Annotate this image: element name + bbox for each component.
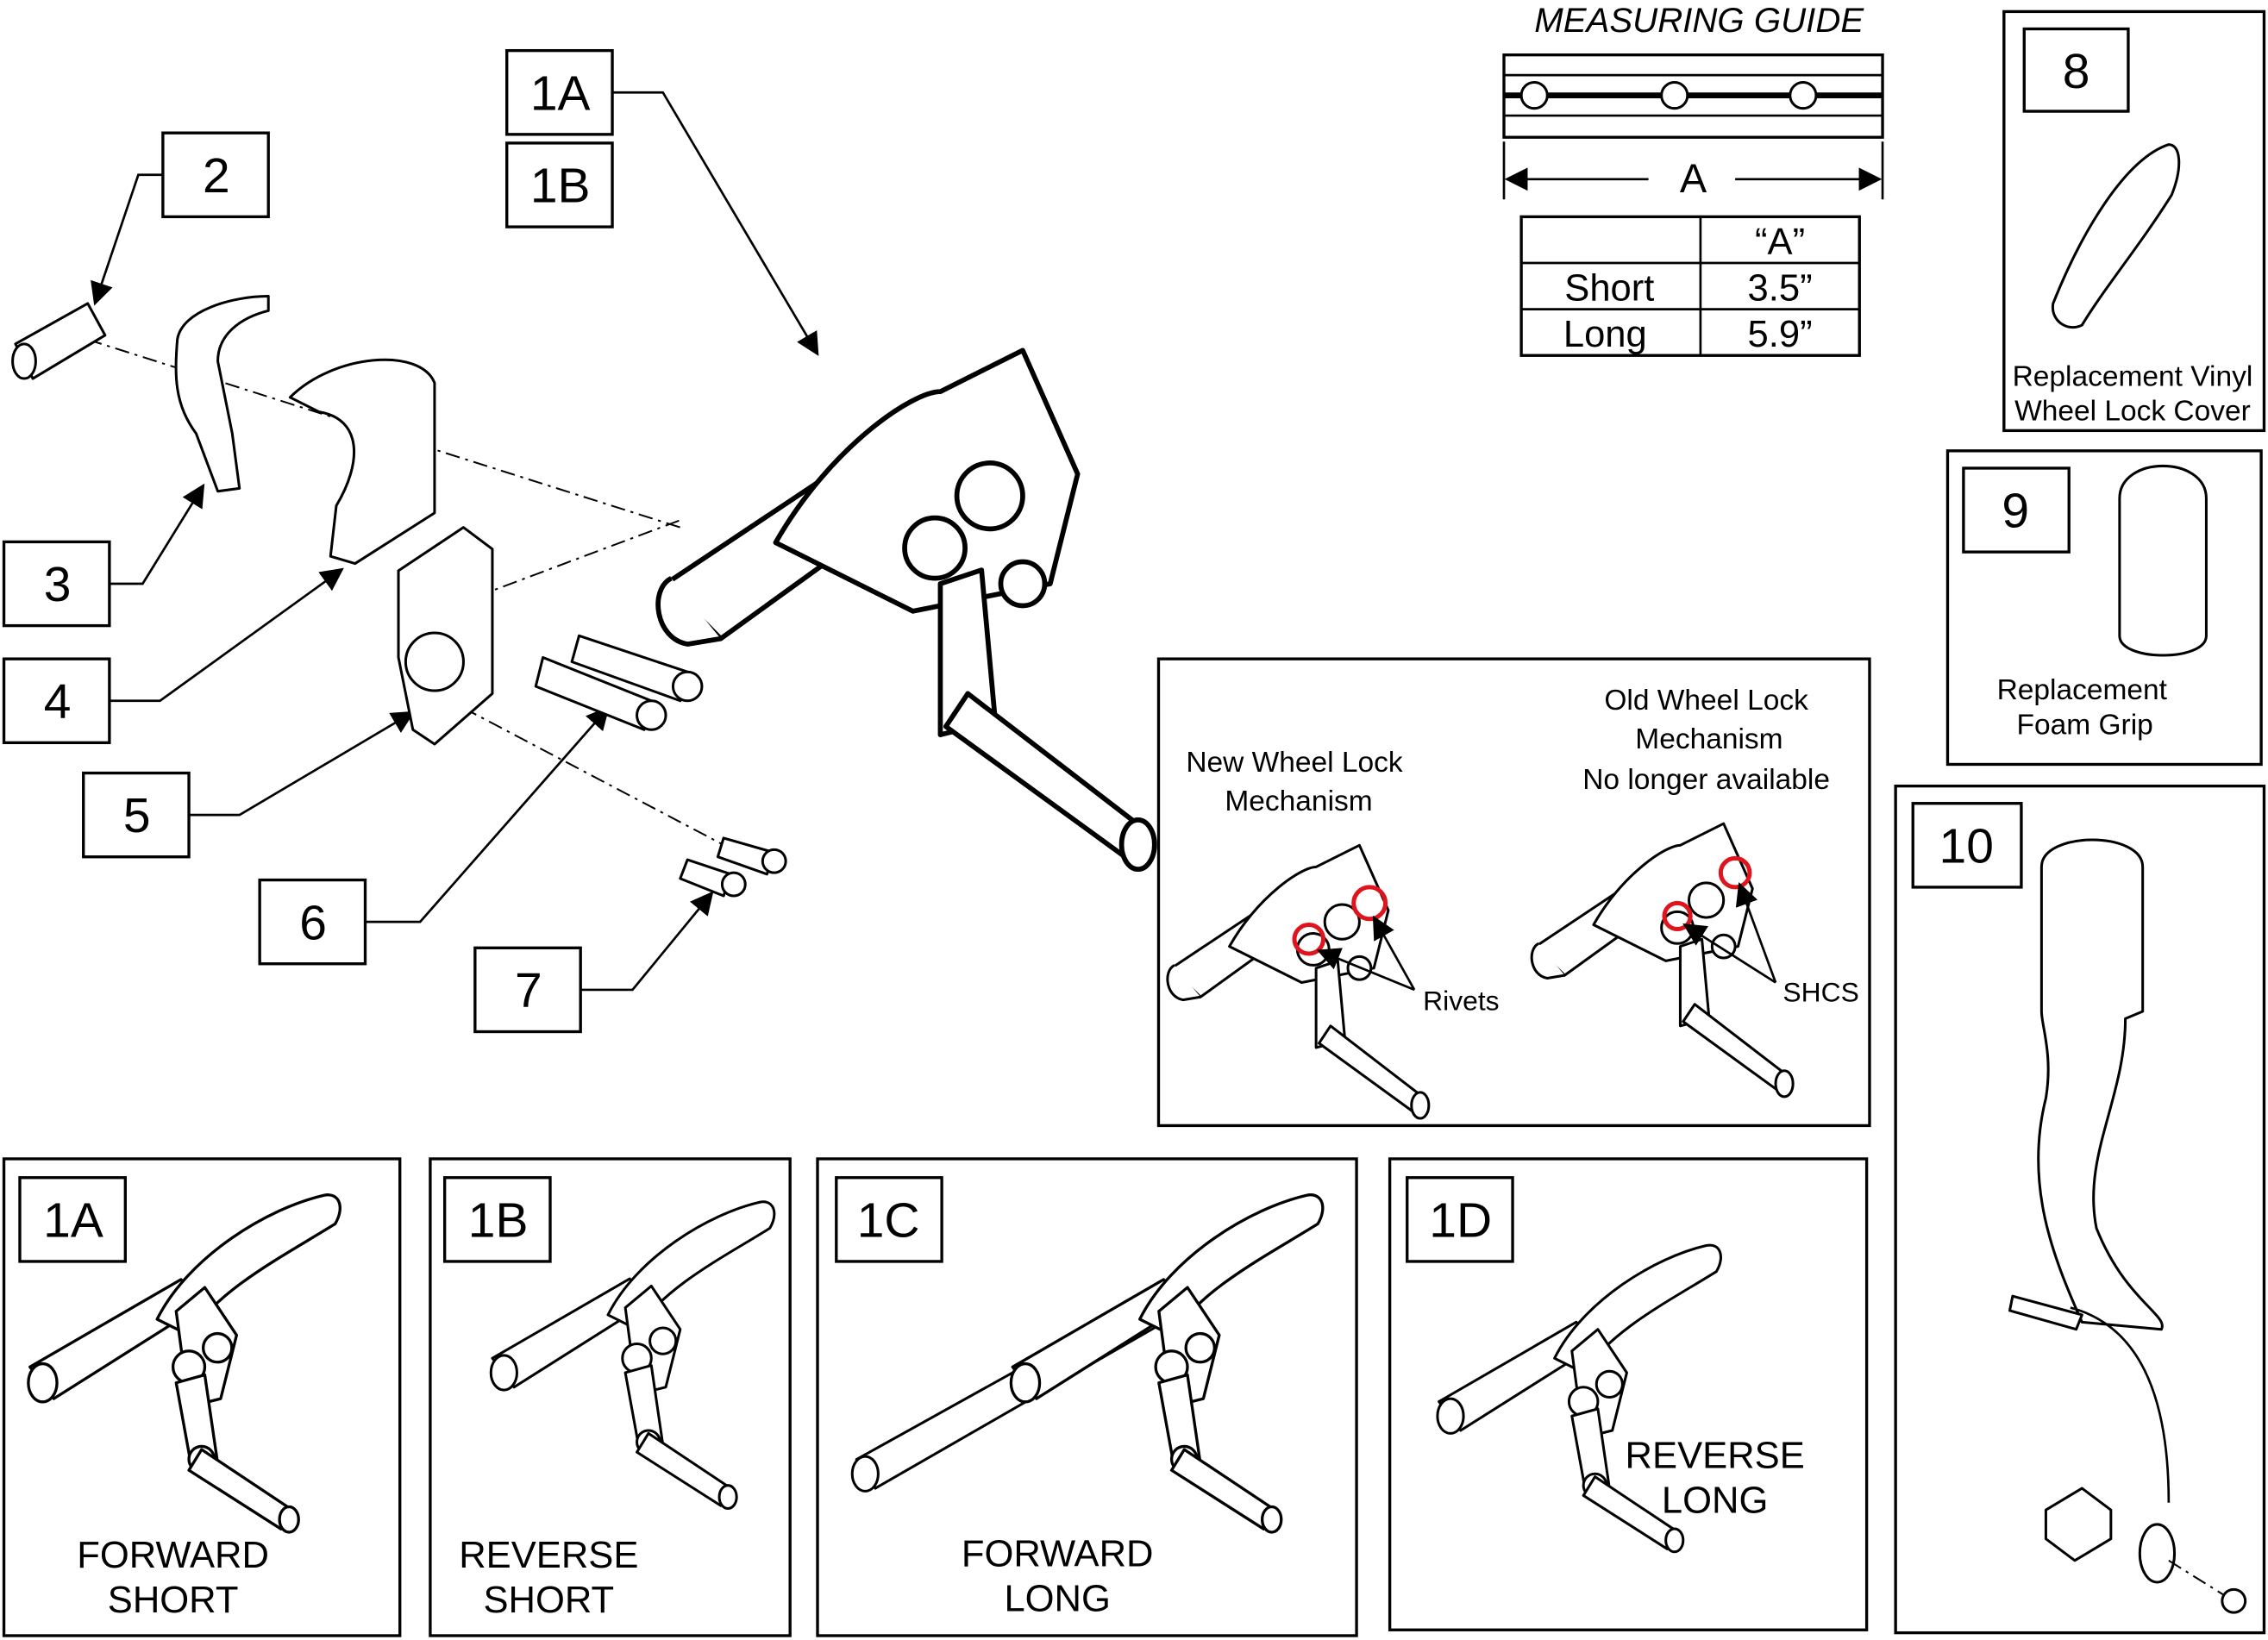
callout-label: 7 (515, 963, 542, 1018)
measuring-table: “A” Short 3.5” Long 5.9” (1519, 215, 1861, 357)
part-number: 10 (1939, 818, 1994, 873)
table-cell: 5.9” (1748, 314, 1813, 355)
foam-grip-drawing (2118, 465, 2208, 657)
variant-length: LONG (1004, 1578, 1110, 1619)
variant-number: 1D (1429, 1192, 1492, 1248)
callout-3: 3 (2, 540, 111, 628)
table-cell: Long (1563, 314, 1647, 355)
callout-5: 5 (82, 771, 191, 859)
callout-label: 3 (44, 557, 72, 612)
old-mechanism-title: Old Wheel Lock (1604, 685, 1808, 717)
measuring-guide: MEASURING GUIDE A “A” Short 3.5” Long 5.… (1502, 1, 1884, 357)
callout-4: 4 (2, 657, 111, 745)
variant-direction: REVERSE (459, 1535, 638, 1576)
screw-part-7 (716, 836, 776, 876)
part-10-panel: 10 (1894, 784, 2266, 1635)
rivet-highlight (1292, 922, 1326, 956)
variant-1b-panel: 1B REVERSE SHORT (429, 1157, 792, 1637)
table-cell: Short (1564, 268, 1654, 310)
leader-lines (91, 91, 819, 992)
old-mechanism-note: No longer available (1582, 764, 1830, 796)
shcs-highlight (1662, 900, 1693, 932)
callout-label: 6 (299, 895, 327, 950)
dimension-label: A (1680, 156, 1707, 201)
table-header: “A” (1755, 222, 1805, 263)
variant-1c-panel: 1C FORWARD LONG (816, 1157, 1358, 1637)
variant-number: 1C (857, 1192, 920, 1248)
callout-7: 7 (473, 946, 582, 1034)
callout-label: 1B (530, 159, 591, 214)
callout-label: 2 (203, 148, 230, 203)
variant-length: LONG (1662, 1480, 1768, 1522)
rivet-highlight (1351, 885, 1388, 922)
variant-direction: FORWARD (77, 1535, 269, 1576)
new-mechanism-title: Mechanism (1225, 786, 1372, 817)
part-caption: Replacement Vinyl (2013, 360, 2253, 392)
part-number: 9 (2002, 484, 2029, 539)
measuring-guide-title: MEASURING GUIDE (1534, 1, 1864, 40)
table-cell: 3.5” (1748, 268, 1813, 310)
part-caption: Replacement (1997, 674, 2168, 706)
part-caption: Wheel Lock Cover (2014, 396, 2251, 428)
part-8-panel: 8 Replacement Vinyl Wheel Lock Cover (2002, 9, 2266, 433)
vinyl-cover-drawing (2052, 143, 2181, 329)
screw-part-6 (570, 634, 689, 703)
clamp-part-4 (288, 358, 436, 566)
rivets-label: Rivets (1423, 985, 1499, 1016)
callout-6: 6 (258, 878, 367, 966)
callout-1a: 1A (505, 48, 614, 136)
part-9-panel: 9 Replacement Foam Grip (1945, 449, 2263, 767)
variant-direction: REVERSE (1626, 1436, 1805, 1477)
variant-length: SHORT (108, 1580, 239, 1621)
variant-number: 1A (43, 1192, 103, 1248)
variant-direction: FORWARD (962, 1534, 1154, 1575)
variant-number: 1B (468, 1192, 529, 1248)
part-caption: Foam Grip (2017, 709, 2153, 741)
callout-2: 2 (161, 131, 270, 219)
callout-label: 1A (530, 66, 591, 121)
variant-1d-panel: 1D REVERSE LONG (1388, 1157, 1869, 1631)
shcs-highlight (1718, 855, 1752, 890)
mechanism-comparison-panel: New Wheel Lock Mechanism Old Wheel Lock … (1156, 657, 1871, 1128)
exploded-assembly (11, 295, 1155, 898)
variant-length: SHORT (483, 1580, 614, 1621)
old-mechanism-title: Mechanism (1635, 723, 1782, 755)
part-number: 8 (2063, 44, 2090, 99)
clamp-part-3 (174, 295, 270, 493)
callout-label: 5 (123, 788, 151, 843)
variant-1a-panel: 1A FORWARD SHORT (2, 1157, 402, 1637)
foam-grip-cable-drawing (2037, 838, 2164, 1331)
callout-label: 4 (44, 674, 72, 729)
shcs-label: SHCS (1782, 976, 1858, 1007)
new-mechanism-title: New Wheel Lock (1186, 747, 1403, 779)
wheel-lock-part-1 (658, 350, 1155, 869)
callout-1b: 1B (505, 141, 614, 228)
